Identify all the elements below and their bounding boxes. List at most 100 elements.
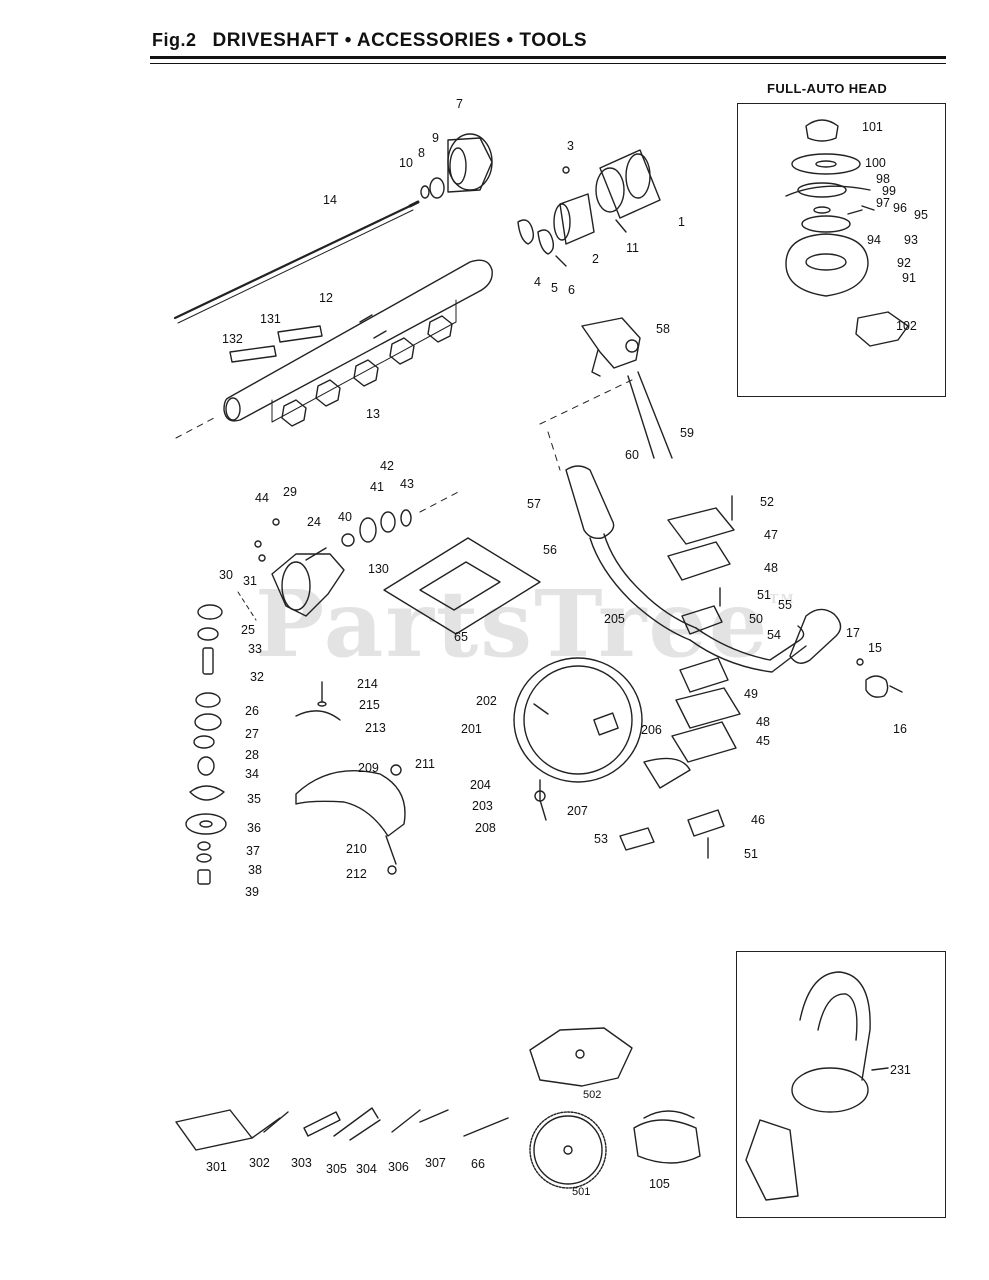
part-label-28: 28	[245, 748, 259, 762]
part-label-98: 98	[876, 172, 890, 186]
part-label-501: 501	[572, 1186, 591, 1198]
tool-set	[175, 1107, 509, 1151]
part-label-93: 93	[904, 233, 918, 247]
throttle-cables	[627, 371, 673, 459]
clutch-housing	[553, 149, 661, 245]
blade-guard	[295, 681, 406, 875]
decals	[229, 325, 323, 363]
part-label-33: 33	[248, 642, 262, 656]
part-label-301: 301	[206, 1160, 227, 1174]
part-label-52: 52	[760, 495, 774, 509]
part-label-211: 211	[415, 757, 435, 771]
part-label-32: 32	[250, 670, 264, 684]
full-auto-head-parts	[785, 119, 909, 347]
part-label-8: 8	[418, 146, 425, 160]
part-label-9: 9	[432, 131, 439, 145]
drive-shaft	[173, 200, 420, 324]
part-label-27: 27	[245, 727, 259, 741]
part-label-35: 35	[247, 792, 261, 806]
part-label-29: 29	[283, 485, 297, 499]
part-label-203: 203	[472, 799, 493, 813]
part-label-212: 212	[346, 867, 367, 881]
part-label-94: 94	[867, 233, 881, 247]
part-label-1: 1	[678, 215, 685, 229]
shoulder-harness	[745, 971, 889, 1201]
part-label-132: 132	[222, 332, 243, 346]
part-label-131: 131	[260, 312, 281, 326]
part-label-55: 55	[778, 598, 792, 612]
part-label-40: 40	[338, 510, 352, 524]
part-label-34: 34	[245, 767, 259, 781]
part-label-202: 202	[476, 694, 497, 708]
blade-stack	[185, 604, 227, 885]
part-label-99: 99	[882, 184, 896, 198]
part-label-57: 57	[527, 497, 541, 511]
full-auto-head-panel	[737, 103, 946, 397]
part-label-65: 65	[454, 630, 468, 644]
part-label-96: 96	[893, 201, 907, 215]
part-label-204: 204	[470, 778, 491, 792]
part-label-31: 31	[243, 574, 257, 588]
part-label-5: 5	[551, 281, 558, 295]
part-label-6: 6	[568, 283, 575, 297]
handle-cover-pieces	[619, 757, 725, 859]
clamp-parts	[517, 219, 567, 267]
title-rule	[150, 56, 946, 59]
part-label-26: 26	[245, 704, 259, 718]
part-label-39: 39	[245, 885, 259, 899]
part-label-24: 24	[307, 515, 321, 529]
part-label-208: 208	[475, 821, 496, 835]
part-label-130: 130	[368, 562, 389, 576]
part-label-48: 48	[764, 561, 778, 575]
part-label-41: 41	[370, 480, 384, 494]
saw-blade	[529, 1111, 607, 1189]
part-label-48: 48	[756, 715, 770, 729]
part-label-214: 214	[357, 677, 378, 691]
part-label-17: 17	[846, 626, 860, 640]
handle-bar	[565, 465, 842, 673]
part-label-2: 2	[592, 252, 599, 266]
part-label-45: 45	[756, 734, 770, 748]
part-label-210: 210	[346, 842, 367, 856]
part-label-51: 51	[757, 588, 771, 602]
part-label-49: 49	[744, 687, 758, 701]
watermark: PartsTreeTM	[255, 570, 796, 678]
part-label-304: 304	[356, 1162, 377, 1176]
title-rule-thin	[150, 63, 946, 64]
part-label-91: 91	[902, 271, 916, 285]
harness-panel	[736, 951, 946, 1218]
part-label-30: 30	[219, 568, 233, 582]
clutch-drum	[420, 133, 493, 199]
part-label-56: 56	[543, 543, 557, 557]
part-label-47: 47	[764, 528, 778, 542]
part-label-60: 60	[625, 448, 639, 462]
part-label-305: 305	[326, 1162, 347, 1176]
handle-clamps	[667, 495, 741, 763]
part-label-205: 205	[604, 612, 625, 626]
part-label-13: 13	[366, 407, 380, 421]
throttle-trigger	[581, 317, 641, 377]
part-label-14: 14	[323, 193, 337, 207]
safety-goggles	[633, 1110, 701, 1164]
part-label-53: 53	[594, 832, 608, 846]
full-auto-head-title: FULL-AUTO HEAD	[767, 81, 888, 96]
harness-ring	[513, 657, 643, 821]
part-label-59: 59	[680, 426, 694, 440]
part-label-502: 502	[583, 1089, 602, 1101]
part-label-215: 215	[359, 698, 380, 712]
shaft-tube	[175, 259, 493, 439]
part-label-207: 207	[567, 804, 588, 818]
part-label-231: 231	[890, 1063, 911, 1077]
part-label-95: 95	[914, 208, 928, 222]
part-label-42: 42	[380, 459, 394, 473]
part-label-54: 54	[767, 628, 781, 642]
part-label-51: 51	[744, 847, 758, 861]
part-label-97: 97	[876, 196, 890, 210]
gear-case	[254, 489, 463, 617]
part-label-201: 201	[461, 722, 482, 736]
part-label-213: 213	[365, 721, 386, 735]
part-label-58: 58	[656, 322, 670, 336]
part-label-92: 92	[897, 256, 911, 270]
